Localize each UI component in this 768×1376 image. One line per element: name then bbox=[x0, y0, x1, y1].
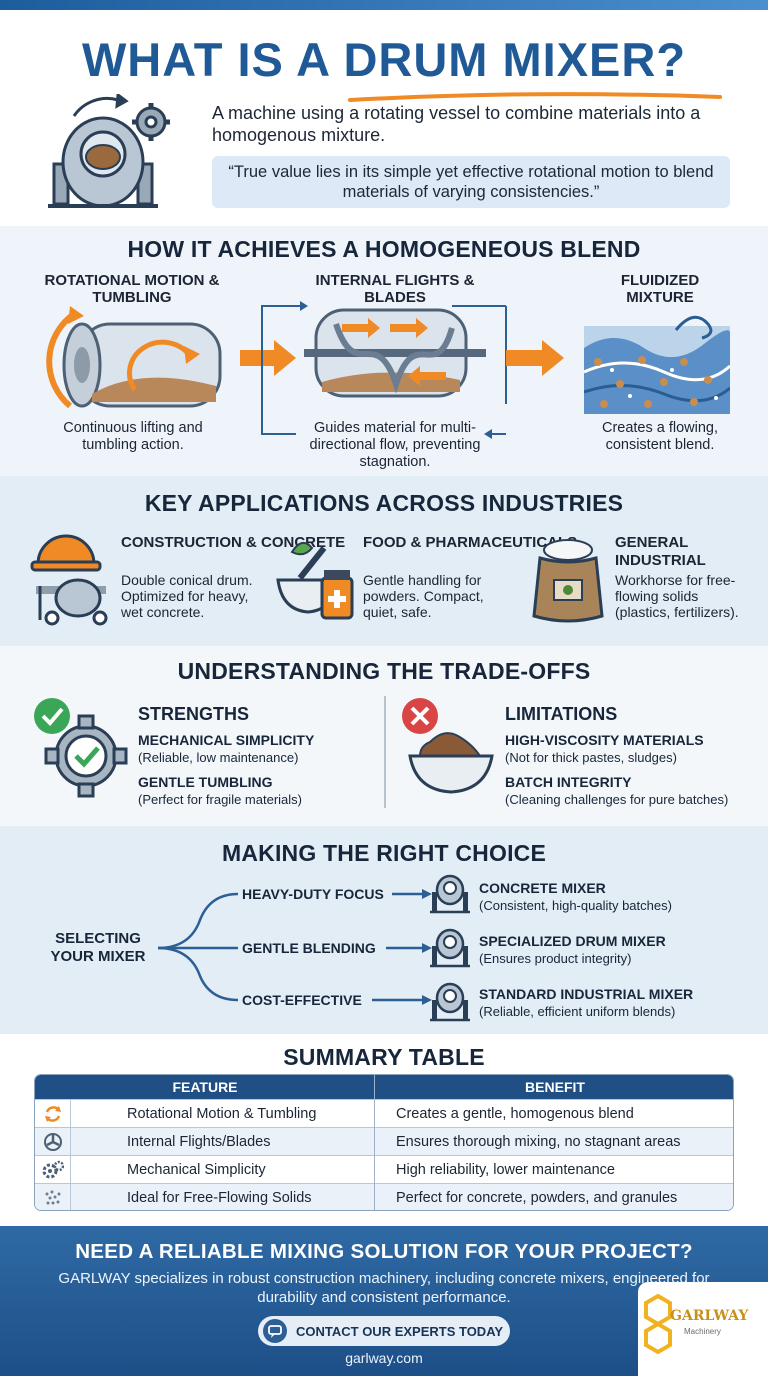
mixer-small-icon bbox=[430, 928, 470, 968]
mixer-small-icon bbox=[430, 874, 470, 914]
title-part-2: DRUM MIXER? bbox=[343, 33, 687, 86]
rotation-arrows-icon bbox=[35, 1100, 71, 1127]
page-title: WHAT IS A DRUM MIXER? bbox=[0, 32, 768, 87]
arrow-right-icon bbox=[240, 340, 296, 376]
logo-subtitle: Machinery bbox=[684, 1327, 721, 1336]
header-section: WHAT IS A DRUM MIXER? A machine using a … bbox=[0, 10, 768, 226]
table-column-divider bbox=[374, 1075, 375, 1210]
strengths-title: STRENGTHS bbox=[138, 704, 250, 724]
applications-section: KEY APPLICATIONS ACROSS INDUSTRIES CONST… bbox=[0, 476, 768, 646]
summary-section: SUMMARY TABLE FEATURE BENEFIT Rotational… bbox=[0, 1034, 768, 1226]
check-gear-icon bbox=[34, 698, 128, 798]
table-row: Rotational Motion & Tumbling Creates a g… bbox=[35, 1099, 733, 1127]
row-benefit: Ensures thorough mixing, no stagnant are… bbox=[396, 1134, 681, 1150]
table-row: Internal Flights/Blades Ensures thorough… bbox=[35, 1127, 733, 1155]
limitation-1-desc: (Not for thick pastes, sludges) bbox=[505, 750, 677, 765]
limitations-title: LIMITATIONS bbox=[505, 704, 618, 724]
quote-box: “True value lies in its simple yet effec… bbox=[212, 156, 730, 208]
cta-text: GARLWAY specializes in robust constructi… bbox=[58, 1270, 710, 1306]
trade-heading: UNDERSTANDING THE TRADE-OFFS bbox=[177, 658, 591, 684]
column-header-feature: FEATURE bbox=[35, 1075, 375, 1099]
particles-icon bbox=[35, 1184, 71, 1210]
how-it-works-section: HOW IT ACHIEVES A HOMOGENEOUS BLEND ROTA… bbox=[0, 226, 768, 476]
top-accent-bar bbox=[0, 0, 768, 10]
mortar-pestle-icon bbox=[276, 541, 354, 620]
strength-1-title: MECHANICAL SIMPLICITY bbox=[138, 732, 315, 748]
app-1-title: CONSTRUCTION & CONCRETE bbox=[121, 534, 346, 551]
column-header-benefit: BENEFIT bbox=[375, 1075, 733, 1099]
industrial-sack-icon bbox=[532, 539, 604, 623]
mixer-small-icon bbox=[430, 982, 470, 1022]
app-2-title: FOOD & PHARMACEUTICALS bbox=[363, 534, 578, 551]
branch-2-desc: (Ensures product integrity) bbox=[479, 951, 632, 966]
contact-button-label: CONTACT OUR EXPERTS TODAY bbox=[296, 1323, 504, 1339]
summary-table: FEATURE BENEFIT Rotational Motion & Tumb… bbox=[34, 1074, 734, 1211]
branch-1-desc: (Consistent, high-quality batches) bbox=[479, 898, 672, 913]
branch-2-title: SPECIALIZED DRUM MIXER bbox=[479, 933, 666, 949]
branch-2-label: GENTLE BLENDING bbox=[242, 940, 376, 956]
garlway-logo: GARLWAY Machinery bbox=[638, 1282, 768, 1376]
row-benefit: Perfect for concrete, powders, and granu… bbox=[396, 1190, 678, 1206]
hexagon-logo-icon bbox=[644, 1294, 672, 1354]
row-benefit: High reliability, lower maintenance bbox=[396, 1162, 615, 1178]
branch-3-label: COST-EFFECTIVE bbox=[242, 992, 362, 1008]
drum-mixer-icon bbox=[48, 94, 170, 208]
intro-text: A machine using a rotating vessel to com… bbox=[212, 103, 701, 145]
footer-cta-section: NEED A RELIABLE MIXING SOLUTION FOR YOUR… bbox=[0, 1226, 768, 1376]
tradeoffs-section: UNDERSTANDING THE TRADE-OFFS STRENGTHS M… bbox=[0, 646, 768, 826]
row-benefit: Creates a gentle, homogenous blend bbox=[396, 1106, 634, 1122]
how-heading: HOW IT ACHIEVES A HOMOGENEOUS BLEND bbox=[127, 236, 641, 262]
strength-2-desc: (Perfect for fragile materials) bbox=[138, 792, 302, 807]
limitation-2-desc: (Cleaning challenges for pure batches) bbox=[505, 792, 729, 807]
step-1-title: ROTATIONAL MOTION & TUMBLING bbox=[44, 272, 220, 306]
choice-section: MAKING THE RIGHT CHOICE SELECTING YOUR M… bbox=[0, 826, 768, 1034]
branch-1-title: CONCRETE MIXER bbox=[479, 880, 606, 896]
x-bowl-icon bbox=[402, 698, 494, 794]
arrow-right-icon bbox=[506, 340, 564, 376]
logo-wordmark: GARLWAY bbox=[670, 1308, 749, 1324]
decision-branches bbox=[157, 889, 432, 1005]
app-3-desc: Workhorse for free-flowing solids (plast… bbox=[615, 572, 739, 620]
website-link[interactable]: garlway.com bbox=[345, 1350, 423, 1366]
row-feature: Ideal for Free-Flowing Solids bbox=[127, 1190, 312, 1206]
step-3-title: FLUIDIZED MIXTURE bbox=[620, 272, 700, 306]
apps-heading: KEY APPLICATIONS ACROSS INDUSTRIES bbox=[144, 490, 624, 516]
column-divider bbox=[384, 696, 386, 808]
table-row: Mechanical Simplicity High reliability, … bbox=[35, 1155, 733, 1183]
cta-title: NEED A RELIABLE MIXING SOLUTION FOR YOUR… bbox=[75, 1240, 693, 1263]
fluidized-mixture-illustration bbox=[584, 315, 730, 414]
app-2-desc: Gentle handling for powders. Compact, qu… bbox=[363, 572, 484, 620]
title-part-1: WHAT IS A bbox=[81, 33, 344, 86]
limitation-1-title: HIGH-VISCOSITY MATERIALS bbox=[505, 732, 704, 748]
summary-heading: SUMMARY TABLE bbox=[283, 1044, 485, 1070]
branch-1-label: HEAVY-DUTY FOCUS bbox=[242, 886, 384, 902]
hard-hat-mixer-icon bbox=[30, 534, 108, 626]
row-feature: Rotational Motion & Tumbling bbox=[127, 1106, 317, 1122]
strength-2-title: GENTLE TUMBLING bbox=[138, 774, 273, 790]
contact-experts-button[interactable]: CONTACT OUR EXPERTS TODAY bbox=[258, 1316, 510, 1346]
decision-root: SELECTING YOUR MIXER bbox=[50, 930, 146, 965]
blades-icon bbox=[35, 1128, 71, 1155]
title-underline bbox=[348, 92, 722, 102]
step-2-desc: Guides material for multi-directional fl… bbox=[309, 420, 481, 470]
chat-icon bbox=[263, 1319, 287, 1343]
gears-icon bbox=[35, 1156, 71, 1183]
flights-blades-illustration bbox=[261, 301, 507, 439]
step-1-desc: Continuous lifting and tumbling action. bbox=[63, 420, 203, 453]
limitation-2-title: BATCH INTEGRITY bbox=[505, 774, 632, 790]
strength-1-desc: (Reliable, low maintenance) bbox=[138, 750, 299, 765]
table-row: Ideal for Free-Flowing Solids Perfect fo… bbox=[35, 1183, 733, 1210]
rotating-drum-illustration bbox=[46, 306, 222, 409]
branch-3-desc: (Reliable, efficient uniform blends) bbox=[479, 1004, 676, 1019]
app-1-desc: Double conical drum. Optimized for heavy… bbox=[121, 572, 253, 620]
branch-3-title: STANDARD INDUSTRIAL MIXER bbox=[479, 986, 694, 1002]
choice-heading: MAKING THE RIGHT CHOICE bbox=[221, 840, 547, 866]
app-3-title: GENERAL INDUSTRIAL bbox=[615, 534, 706, 569]
row-feature: Internal Flights/Blades bbox=[127, 1134, 271, 1150]
step-2-title: INTERNAL FLIGHTS & BLADES bbox=[315, 272, 475, 306]
step-3-desc: Creates a flowing, consistent blend. bbox=[601, 420, 719, 453]
row-feature: Mechanical Simplicity bbox=[127, 1162, 266, 1178]
